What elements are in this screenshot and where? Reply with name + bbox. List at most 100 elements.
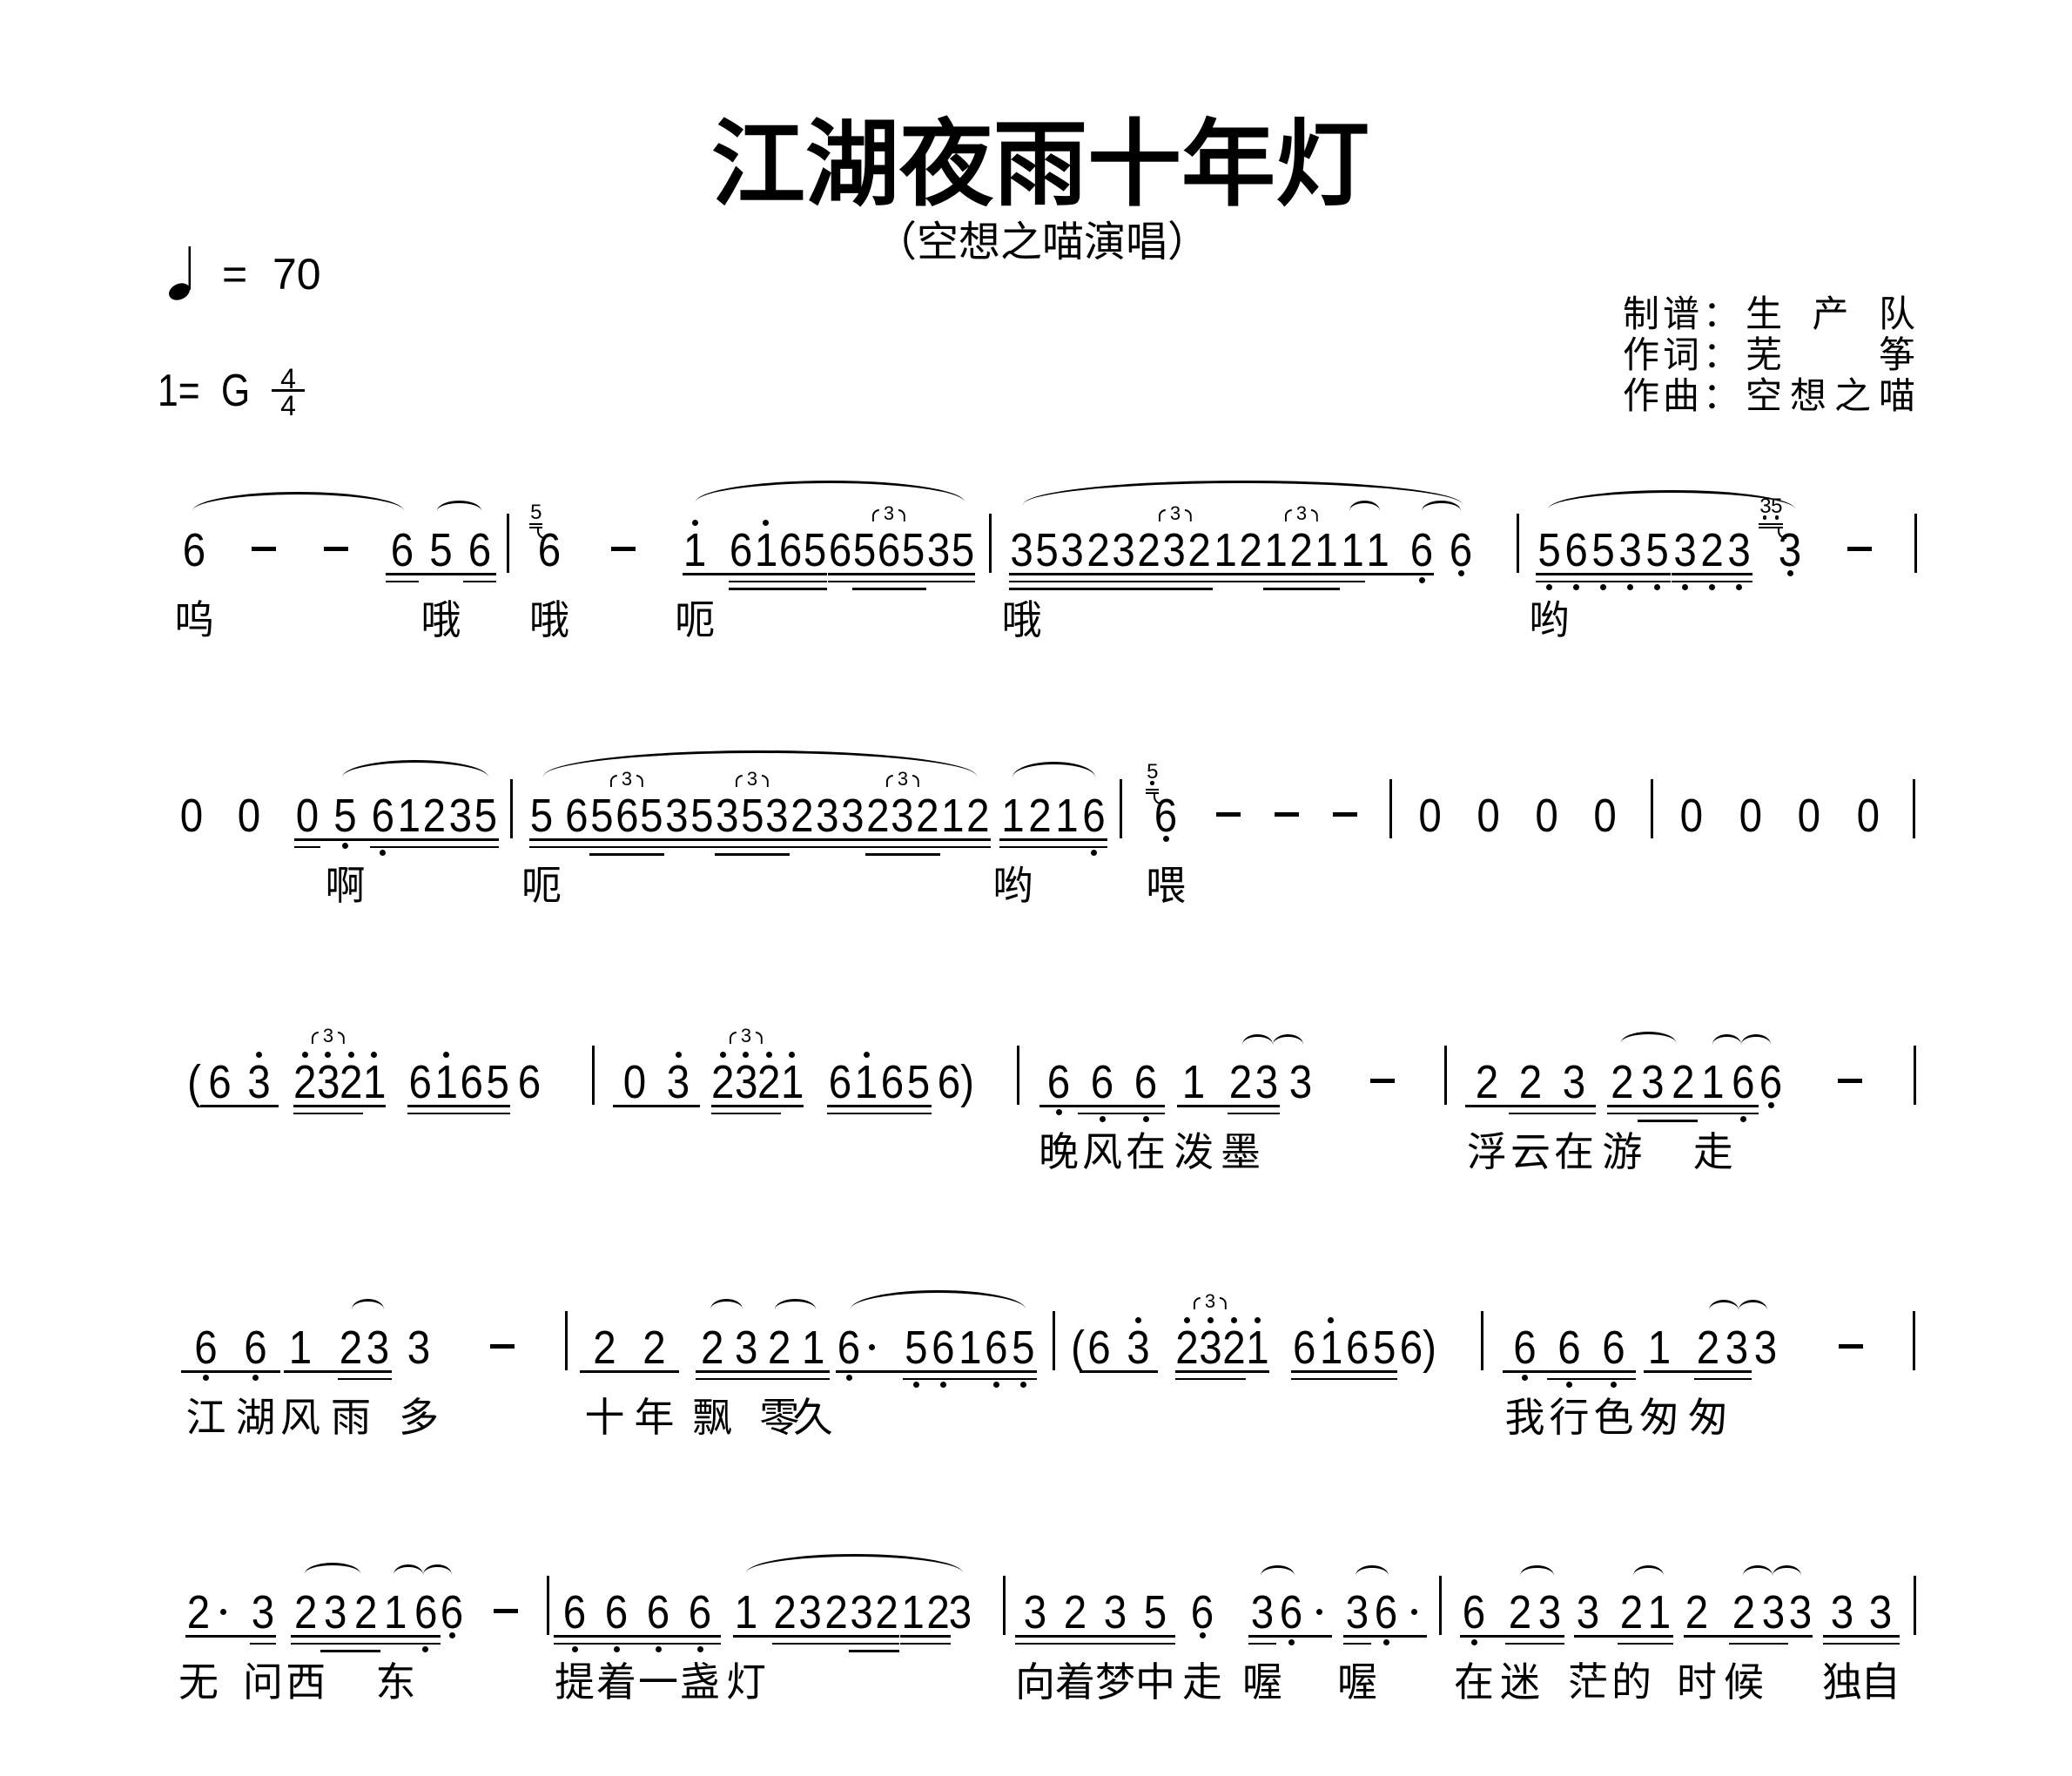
underline bbox=[1535, 1642, 1564, 1645]
underline bbox=[925, 573, 951, 575]
note-glyph: 6 bbox=[880, 1056, 905, 1108]
underline bbox=[1015, 1635, 1055, 1638]
underline bbox=[639, 853, 665, 856]
note-glyph: 5 bbox=[951, 524, 975, 576]
underline bbox=[853, 1112, 879, 1114]
underline bbox=[294, 845, 320, 848]
note-glyph: 6 bbox=[1190, 1586, 1214, 1638]
underline bbox=[983, 1377, 1011, 1380]
note-glyph: 6 bbox=[390, 524, 414, 576]
underline bbox=[1060, 573, 1086, 575]
underline bbox=[1344, 1370, 1371, 1373]
note: 2 bbox=[1698, 527, 1726, 590]
note-glyph: 6 bbox=[1732, 1056, 1755, 1108]
underline bbox=[595, 1642, 637, 1645]
note: 2 bbox=[340, 1052, 363, 1114]
note-glyph: 3 bbox=[715, 790, 739, 842]
lyric: 墨 bbox=[1221, 1128, 1261, 1175]
note-glyph: 1 bbox=[1647, 1322, 1672, 1374]
high-octave-dot-icon bbox=[256, 1052, 262, 1058]
grace-underline bbox=[529, 527, 542, 528]
underline bbox=[690, 845, 715, 848]
low-octave-dot-icon bbox=[655, 1645, 662, 1652]
lyric: 多 bbox=[399, 1394, 439, 1441]
time-signature-top: 4 bbox=[280, 363, 296, 394]
barline bbox=[1444, 1046, 1447, 1105]
note-glyph: 2 bbox=[1611, 1056, 1634, 1108]
underline bbox=[473, 845, 499, 848]
underline bbox=[1136, 588, 1162, 590]
note-glyph: 2 bbox=[1137, 524, 1160, 576]
rest-glyph: 0 bbox=[1679, 790, 1704, 842]
note-glyph: 2 bbox=[1063, 1586, 1087, 1638]
low-octave-dot-icon bbox=[1457, 569, 1464, 576]
underline bbox=[338, 1370, 364, 1373]
lyric: 飘 bbox=[692, 1394, 733, 1441]
slur-arc bbox=[1739, 1300, 1767, 1310]
note-glyph: 6 bbox=[440, 1586, 464, 1638]
low-octave-dot-icon bbox=[1382, 1638, 1389, 1645]
underline bbox=[234, 1635, 250, 1638]
note-glyph: 2 bbox=[186, 1586, 211, 1638]
underline bbox=[1055, 1642, 1095, 1645]
triplet-bracket-left-icon bbox=[735, 775, 743, 787]
credit-label: 制谱： bbox=[1623, 293, 1744, 335]
underline bbox=[1644, 1370, 1675, 1373]
beam-spacer bbox=[1710, 1589, 1729, 1638]
underline bbox=[554, 1642, 595, 1645]
underline bbox=[1861, 1642, 1900, 1645]
high-octave-dot-icon bbox=[347, 1052, 354, 1058]
underline bbox=[1085, 573, 1111, 575]
note-glyph: 5 bbox=[1537, 524, 1561, 576]
note-glyph: 1 bbox=[801, 1322, 824, 1374]
underline bbox=[316, 1112, 340, 1114]
barline bbox=[1003, 1576, 1006, 1635]
underline bbox=[529, 845, 554, 848]
note: 6 bbox=[1080, 792, 1107, 856]
underline bbox=[447, 845, 474, 848]
lyric: 呜 bbox=[174, 596, 214, 643]
underline bbox=[764, 845, 790, 848]
underline bbox=[763, 1377, 797, 1380]
underline bbox=[879, 1112, 905, 1114]
underline bbox=[797, 1635, 824, 1638]
slur-arc bbox=[1012, 762, 1095, 777]
lyric: 零 bbox=[759, 1394, 800, 1441]
slur-arc bbox=[1773, 1565, 1801, 1576]
triplet-mark: 3 bbox=[885, 770, 920, 789]
note: 1 bbox=[780, 1052, 804, 1107]
lyric: 江 bbox=[185, 1394, 226, 1441]
note: 2 bbox=[421, 792, 447, 848]
note-glyph: 2 bbox=[1175, 1322, 1199, 1374]
note-glyph: 3 bbox=[891, 790, 915, 842]
credit-value: 芜 筝 bbox=[1746, 334, 1915, 375]
high-octave-dot-icon bbox=[301, 1052, 308, 1058]
note-glyph: 1 bbox=[683, 524, 707, 576]
note-glyph: 3 bbox=[1023, 1586, 1047, 1638]
slur-arc bbox=[423, 1564, 452, 1575]
note: 6 bbox=[1449, 527, 1473, 576]
note: 1 bbox=[956, 1324, 984, 1380]
underline bbox=[1401, 1635, 1427, 1638]
note-glyph: 2 bbox=[422, 790, 447, 842]
underline bbox=[925, 1635, 952, 1638]
underline bbox=[839, 838, 865, 841]
note: 5 bbox=[1370, 1324, 1397, 1380]
low-octave-dot-icon bbox=[1566, 1381, 1572, 1388]
note-glyph: 2 bbox=[824, 1586, 848, 1638]
underline bbox=[965, 838, 991, 841]
note: 1 bbox=[753, 520, 778, 590]
underline bbox=[639, 845, 665, 848]
credit-char: 之 bbox=[1833, 374, 1871, 417]
low-octave-dot-icon bbox=[1055, 1108, 1062, 1115]
underline bbox=[823, 1635, 849, 1638]
note: 6 bbox=[1728, 1059, 1759, 1122]
